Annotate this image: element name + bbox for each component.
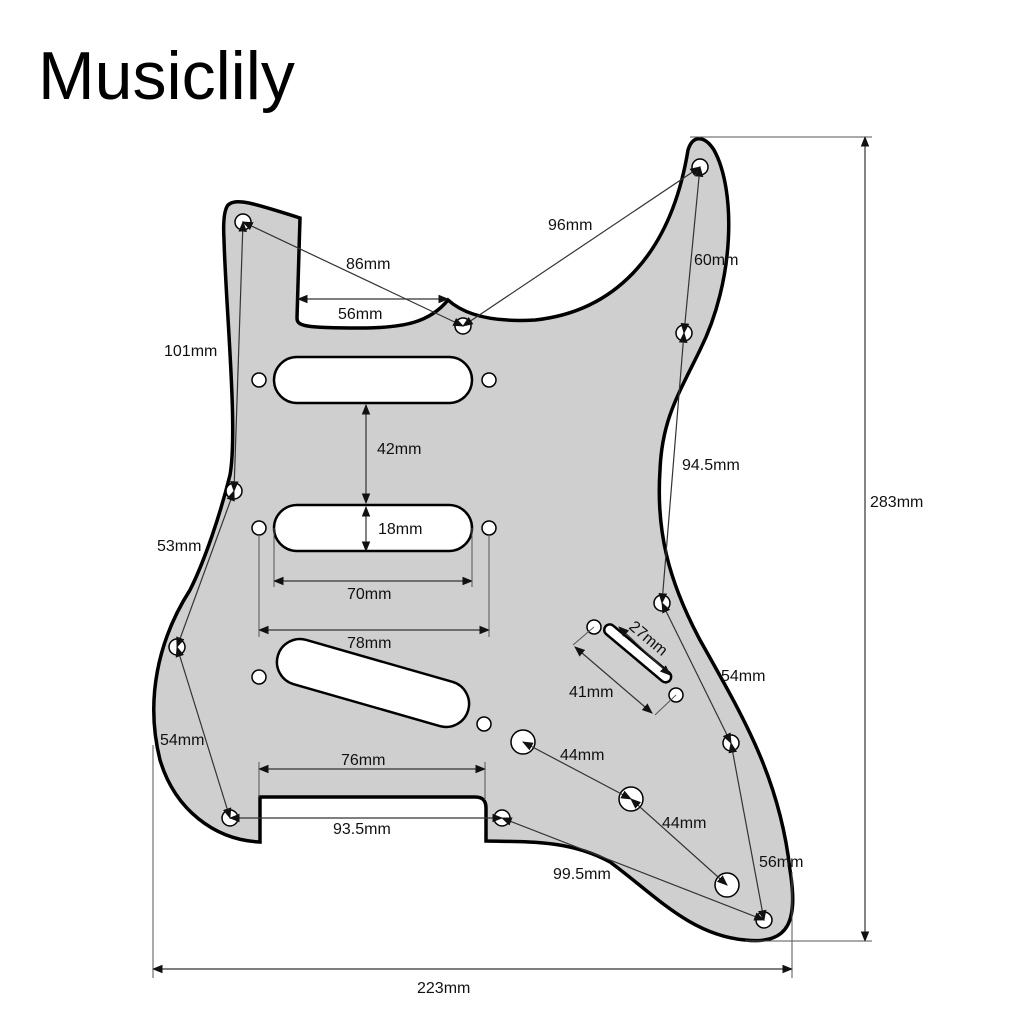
label-left-mid-span: 53mm — [157, 538, 201, 555]
label-pickup-spacing: 42mm — [377, 441, 421, 458]
label-left-upper-span: 101mm — [164, 343, 217, 360]
dimension-lines — [151, 135, 870, 974]
label-right-bottom-span: 56mm — [759, 854, 803, 871]
extension-lines — [152, 136, 872, 978]
label-bottom-right-span: 99.5mm — [553, 866, 611, 883]
label-bridge-route-width: 76mm — [341, 752, 385, 769]
label-pickup-length: 70mm — [347, 586, 391, 603]
label-right-lower-span: 54mm — [721, 668, 765, 685]
label-neck-screw-to-horn: 96mm — [548, 217, 592, 234]
neck-pickup-route — [272, 355, 474, 405]
label-pickup-height: 18mm — [378, 521, 422, 538]
label-control-spacing-2: 44mm — [662, 815, 706, 832]
label-switch-screw-span: 41mm — [569, 684, 613, 701]
label-left-lower-span: 54mm — [160, 732, 204, 749]
label-overall-width: 223mm — [417, 980, 470, 997]
label-right-mid-span: 94.5mm — [682, 457, 740, 474]
label-horn-to-neck-pocket: 86mm — [346, 256, 390, 273]
label-bottom-screw-span: 93.5mm — [333, 821, 391, 838]
label-neck-pocket-width: 56mm — [338, 306, 382, 323]
label-pickup-screw-span: 78mm — [347, 635, 391, 652]
middle-pickup-route — [272, 503, 474, 553]
bridge-pickup-route — [275, 637, 471, 729]
label-overall-height: 283mm — [870, 494, 923, 511]
label-control-spacing-1: 44mm — [560, 747, 604, 764]
brand-title: Musiclily — [38, 38, 295, 114]
label-horn-to-upper-right: 60mm — [694, 252, 738, 269]
